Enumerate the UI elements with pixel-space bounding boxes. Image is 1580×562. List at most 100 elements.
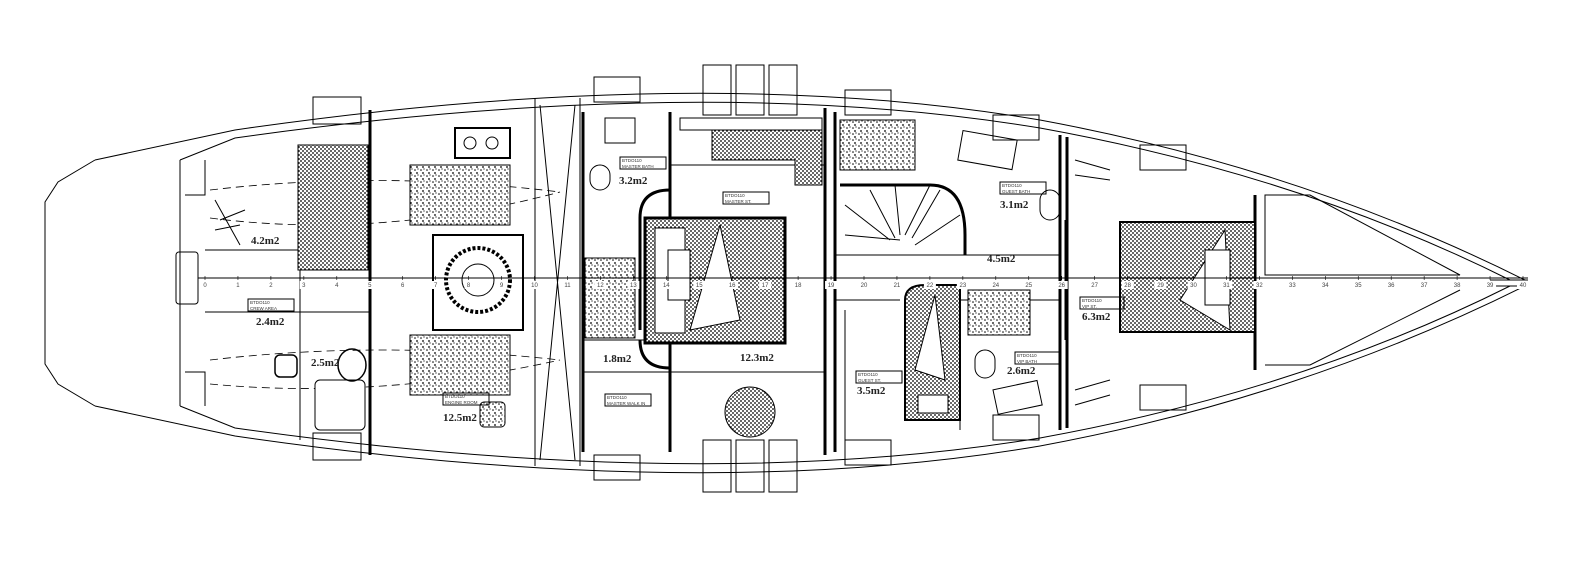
area-label: 4.2m2 <box>251 235 280 247</box>
svg-text:BTDO110: BTDO110 <box>445 394 465 399</box>
area-label: 3.5m2 <box>857 385 886 397</box>
station-label: 22 <box>927 283 934 289</box>
svg-text:BTDO110: BTDO110 <box>1082 298 1102 303</box>
bulkheads <box>205 98 1257 466</box>
station-label-backing <box>233 281 242 289</box>
station-label: 25 <box>1025 283 1032 289</box>
station-label-backing <box>1319 281 1332 289</box>
station-label: 28 <box>1124 283 1131 289</box>
station-label: 14 <box>663 283 670 289</box>
engine-icon <box>409 334 511 396</box>
area-label: 3.2m2 <box>619 175 648 187</box>
station-label: 17 <box>762 283 769 289</box>
station-label: 11 <box>564 283 571 289</box>
toilet-icon <box>337 348 367 382</box>
station-label: 1 <box>236 283 240 289</box>
svg-text:BTDO110: BTDO110 <box>858 372 878 377</box>
area-label: 4.5m2 <box>987 253 1016 265</box>
station-label-backing <box>201 281 209 289</box>
area-label: 12.5m2 <box>443 412 477 424</box>
master-cabin <box>584 117 823 438</box>
station-label-backing <box>1055 281 1068 289</box>
station-label-backing <box>1022 281 1035 289</box>
station-label: 7 <box>434 283 438 289</box>
station-label: 35 <box>1355 283 1362 289</box>
station-label-backing <box>759 281 772 289</box>
room-tag-vip: BTDO110 VIP ST. <box>1079 296 1125 310</box>
station-label-backing <box>1286 281 1299 289</box>
svg-text:BTDO110: BTDO110 <box>1002 183 1022 188</box>
station-label-backing <box>825 281 838 289</box>
room-tag-master-bath: BTDO110 MASTER BATH <box>619 156 667 170</box>
area-label: 2.4m2 <box>256 316 285 328</box>
station-label: 37 <box>1421 283 1428 289</box>
svg-text:BTDO110: BTDO110 <box>250 300 270 305</box>
station-label: 26 <box>1058 283 1065 289</box>
station-label-backing <box>956 281 969 289</box>
portlights <box>312 64 1187 493</box>
svg-text:MASTER BATH: MASTER BATH <box>622 164 654 169</box>
svg-text:VIP ST.: VIP ST. <box>1082 304 1097 309</box>
area-labels: 4.2m2 2.4m2 2.5m2 12.5m2 3.2m2 1.8m2 12.… <box>251 175 1111 424</box>
station-label: 27 <box>1091 283 1098 289</box>
station-label: 39 <box>1487 283 1494 289</box>
station-label-backing <box>660 281 673 289</box>
station-label: 24 <box>992 283 999 289</box>
station-label-backing <box>627 281 640 289</box>
station-label-backing <box>989 281 1002 289</box>
station-label: 30 <box>1190 283 1197 289</box>
station-label: 32 <box>1256 283 1263 289</box>
station-label: 9 <box>500 283 504 289</box>
station-label: 19 <box>828 283 835 289</box>
svg-text:BTDO110: BTDO110 <box>1017 353 1037 358</box>
station-label: 13 <box>630 283 637 289</box>
station-label-backing <box>1220 281 1233 289</box>
bed-icon <box>1119 221 1256 333</box>
area-label: 12.3m2 <box>740 352 774 364</box>
svg-text:ENGINE ROOM: ENGINE ROOM <box>445 400 478 405</box>
room-tag-master: BTDO110 MASTER ST. <box>722 191 770 205</box>
svg-text:MASTER ST.: MASTER ST. <box>725 199 752 204</box>
area-label: 2.6m2 <box>1007 365 1036 377</box>
engine-icon <box>409 164 511 226</box>
station-label-backing <box>266 281 275 289</box>
room-tag-guest-bath: BTDO110 GUEST BATH <box>999 181 1047 195</box>
station-label: 16 <box>729 283 736 289</box>
station-label: 40 <box>1520 283 1527 289</box>
room-tag-engine: BTDO110 ENGINE ROOM <box>442 392 490 406</box>
station-label-backing <box>561 281 574 289</box>
station-label-backing <box>923 281 936 289</box>
station-label-backing <box>1088 281 1101 289</box>
station-label: 0 <box>203 283 207 289</box>
svg-text:BTDO110: BTDO110 <box>725 193 745 198</box>
hull-outline <box>44 92 1528 474</box>
station-label-backing <box>1352 281 1365 289</box>
station-label-backing <box>693 281 706 289</box>
station-label-backing <box>1154 281 1167 289</box>
station-label: 36 <box>1388 283 1395 289</box>
station-label: 5 <box>368 283 372 289</box>
stairs <box>839 119 967 255</box>
station-label-backing <box>1121 281 1134 289</box>
svg-text:BTDO110: BTDO110 <box>607 395 627 400</box>
station-label: 18 <box>795 283 802 289</box>
station-label-backing <box>726 281 739 289</box>
station-label-backing <box>858 281 870 289</box>
station-label-backing <box>332 281 341 289</box>
guest-cabin <box>904 129 1061 421</box>
station-label-backing <box>1187 281 1200 289</box>
station-label: 33 <box>1289 283 1296 289</box>
station-label: 4 <box>335 283 339 289</box>
station-label: 2 <box>269 283 273 289</box>
area-label: 6.3m2 <box>1082 311 1111 323</box>
station-label: 15 <box>696 283 703 289</box>
station-label-backing <box>594 281 607 289</box>
table-icon <box>724 386 776 438</box>
svg-text:MASTER WALK IN: MASTER WALK IN <box>607 401 645 406</box>
station-label-backing <box>1484 281 1497 289</box>
station-label-backing <box>1418 281 1431 289</box>
station-label-backing <box>792 281 805 289</box>
station-label-backing <box>528 281 541 289</box>
